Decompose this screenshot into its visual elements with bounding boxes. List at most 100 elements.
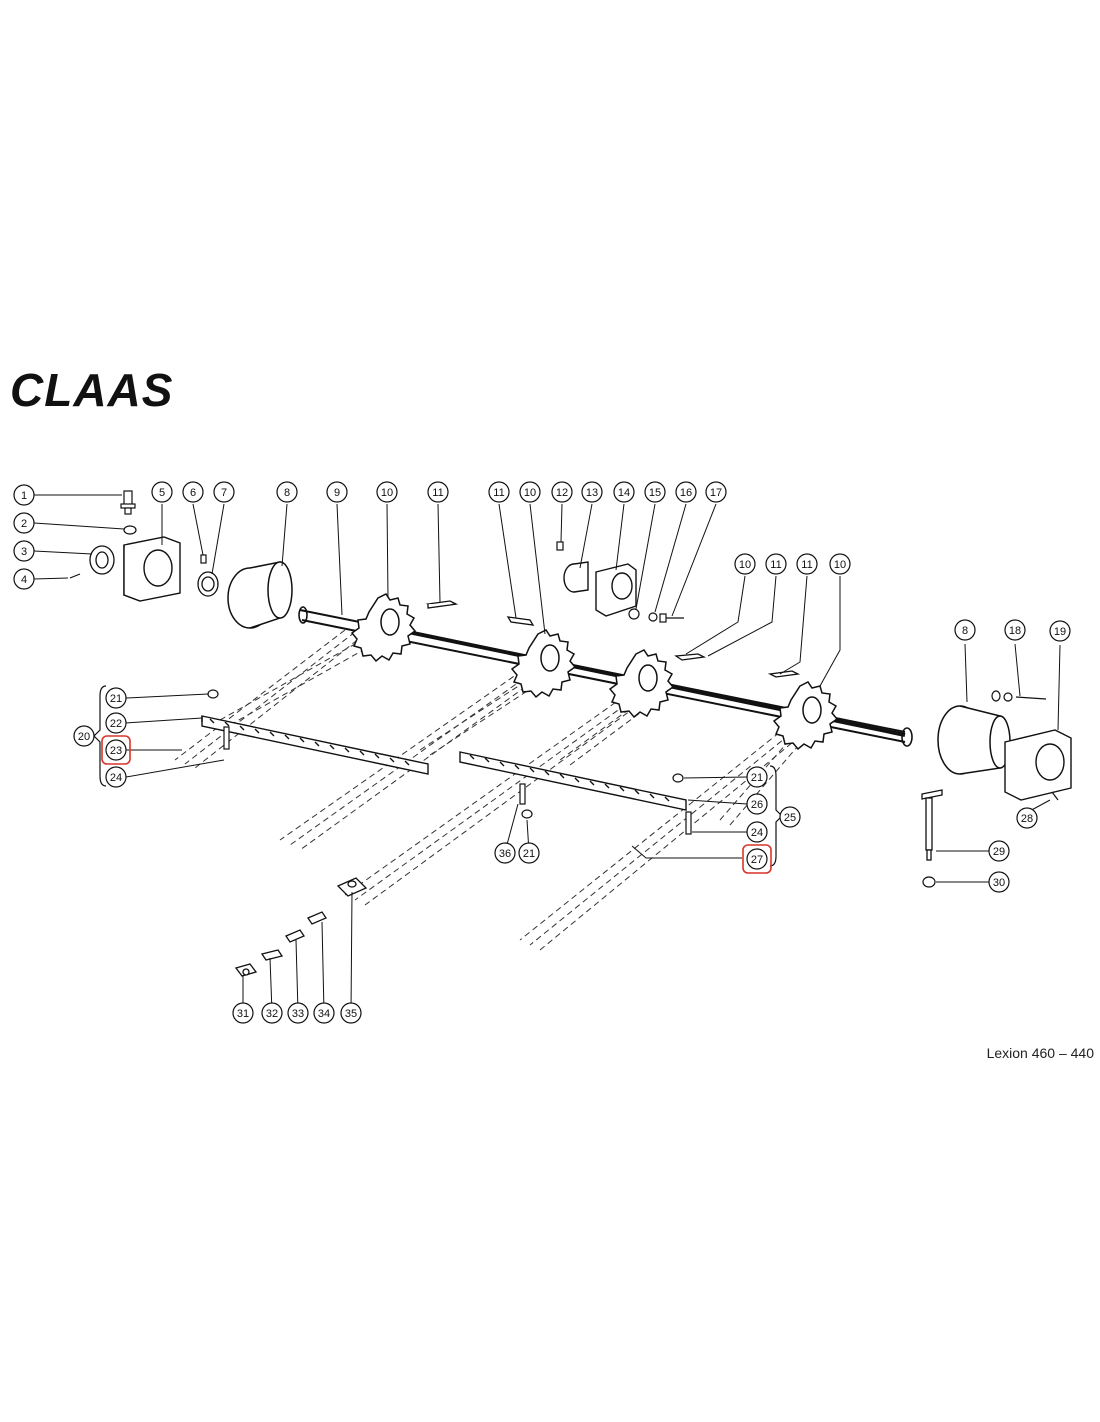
callout-label: 29 (993, 846, 1005, 858)
callout-11d[interactable]: 11 (796, 553, 818, 575)
callout-6[interactable]: 6 (182, 481, 204, 503)
callout-label: 36 (499, 848, 511, 860)
callout-label: 21 (110, 693, 122, 705)
callout-label: 26 (751, 799, 763, 811)
callout-30[interactable]: 30 (988, 871, 1010, 893)
callout-18[interactable]: 18 (1004, 619, 1026, 641)
callout-11a[interactable]: 11 (427, 481, 449, 503)
callout-label: 5 (159, 487, 165, 499)
callout-4[interactable]: 4 (13, 568, 35, 590)
bushing-7 (197, 571, 219, 597)
callout-label: 4 (21, 574, 27, 586)
callout-label: 16 (680, 487, 692, 499)
small-parts-15-17 (628, 608, 684, 623)
sprocket-10b (510, 629, 577, 699)
callout-27-highlighted[interactable]: 27 (742, 844, 772, 874)
callout-21c[interactable]: 21 (518, 842, 540, 864)
callout-label: 35 (345, 1008, 357, 1020)
callout-10a[interactable]: 10 (376, 481, 398, 503)
bearing-housing-19 (1004, 729, 1072, 801)
callout-35[interactable]: 35 (340, 1002, 362, 1024)
callout-20[interactable]: 20 (73, 725, 95, 747)
callout-21a[interactable]: 21 (105, 687, 127, 709)
callout-label: 10 (739, 559, 751, 571)
chain-links (234, 877, 368, 977)
callout-25[interactable]: 25 (779, 806, 801, 828)
guide-lines (174, 629, 816, 951)
callout-12[interactable]: 12 (551, 481, 573, 503)
callout-7[interactable]: 7 (213, 481, 235, 503)
callout-11b[interactable]: 11 (488, 481, 510, 503)
callout-label: 10 (834, 559, 846, 571)
callout-36[interactable]: 36 (494, 842, 516, 864)
callout-29[interactable]: 29 (988, 840, 1010, 862)
callout-label: 10 (524, 487, 536, 499)
slat-bar-26 (459, 751, 687, 811)
callout-9[interactable]: 9 (326, 481, 348, 503)
callout-label: 18 (1009, 625, 1021, 637)
stripper-29 (921, 789, 943, 861)
callout-label: 7 (221, 487, 227, 499)
callout-label: 17 (710, 487, 722, 499)
callout-label: 32 (266, 1008, 278, 1020)
callout-16[interactable]: 16 (675, 481, 697, 503)
callout-8b[interactable]: 8 (954, 619, 976, 641)
pin-28 (1051, 791, 1059, 801)
callout-24a[interactable]: 24 (105, 766, 127, 788)
callout-24b[interactable]: 24 (746, 821, 768, 843)
callout-label: 11 (432, 487, 443, 499)
callout-10d[interactable]: 10 (829, 553, 851, 575)
callout-10c[interactable]: 10 (734, 553, 756, 575)
callout-17[interactable]: 17 (705, 481, 727, 503)
callout-5[interactable]: 5 (151, 481, 173, 503)
callout-13[interactable]: 13 (581, 481, 603, 503)
leader-lines (33, 494, 1061, 1013)
callout-26[interactable]: 26 (746, 793, 768, 815)
callout-11c[interactable]: 11 (765, 553, 787, 575)
callout-8a[interactable]: 8 (276, 481, 298, 503)
callout-34[interactable]: 34 (313, 1002, 335, 1024)
callout-label: 13 (586, 487, 598, 499)
callout-label: 1 (21, 490, 27, 502)
lock-collar-3 (89, 545, 115, 575)
callout-28[interactable]: 28 (1016, 807, 1038, 829)
callout-label: 20 (78, 731, 90, 743)
callout-33[interactable]: 33 (287, 1002, 309, 1024)
flange-8b (937, 705, 1011, 775)
callout-21b[interactable]: 21 (746, 766, 768, 788)
callout-label: 28 (1021, 813, 1033, 825)
callout-label: 6 (190, 487, 196, 499)
callout-label: 14 (618, 487, 630, 499)
screw-6 (200, 554, 207, 564)
bearing-housing-5 (123, 536, 181, 602)
bolt-18 (991, 690, 1047, 702)
callout-23-highlighted[interactable]: 23 (101, 735, 131, 765)
callout-14[interactable]: 14 (613, 481, 635, 503)
model-label: Lexion 460 – 440 (987, 1045, 1095, 1061)
callout-label: 10 (381, 487, 393, 499)
callout-22[interactable]: 22 (105, 712, 127, 734)
callout-label: 23 (110, 745, 122, 757)
sprocket-10c (608, 649, 675, 719)
callout-32[interactable]: 32 (261, 1002, 283, 1024)
brand-logo: CLAAS (10, 364, 173, 416)
callout-15[interactable]: 15 (644, 481, 666, 503)
callout-31[interactable]: 31 (232, 1002, 254, 1024)
sprocket-10a (350, 593, 417, 663)
callout-10b[interactable]: 10 (519, 481, 541, 503)
callout-label: 11 (801, 559, 812, 571)
callout-3[interactable]: 3 (13, 540, 35, 562)
callout-label: 30 (993, 877, 1005, 889)
callout-1[interactable]: 1 (13, 484, 35, 506)
callout-label: 2 (21, 518, 27, 530)
grease-nipple (120, 490, 136, 515)
callout-label: 31 (237, 1008, 249, 1020)
callout-label: 24 (751, 827, 763, 839)
callout-label: 11 (770, 559, 781, 571)
callout-19[interactable]: 19 (1049, 620, 1071, 642)
callout-label: 22 (110, 718, 122, 730)
callout-2[interactable]: 2 (13, 512, 35, 534)
callout-label: 25 (784, 812, 796, 824)
